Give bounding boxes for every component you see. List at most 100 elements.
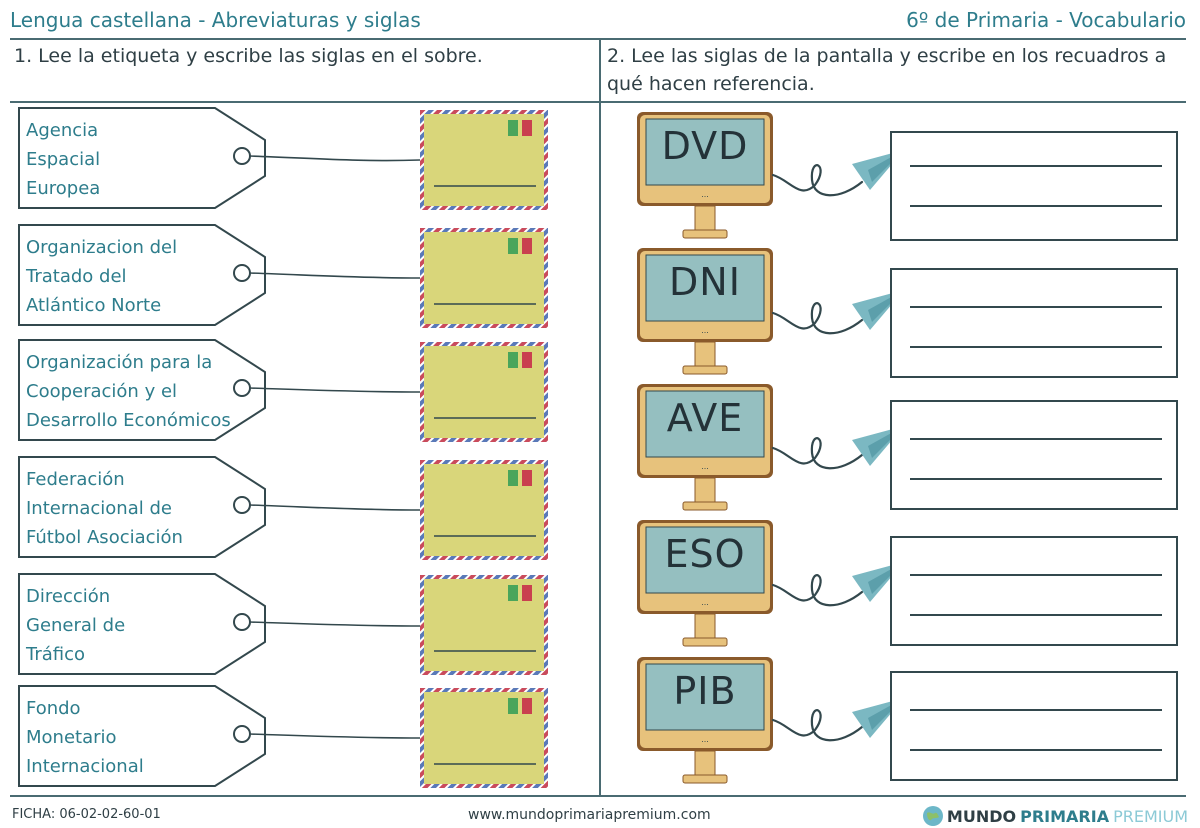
envelope[interactable] [420,228,548,328]
monitor-icon: ... [637,248,773,375]
label-tag: Agencia Espacial Europea [17,106,267,210]
envelope-shape [420,342,548,442]
brand-mundo: MUNDO [946,806,1017,826]
worksheet-header: Lengua castellana - Abreviaturas y sigla… [0,0,1200,38]
subject-title: Lengua castellana - Abreviaturas y sigla… [10,8,421,32]
answer-box[interactable] [890,131,1178,241]
monitor-icon: ... [637,384,773,511]
brand-logo: MUNDO PRIMARIA PREMIUM [922,804,1188,828]
computer-monitor: ... DVD [637,112,773,242]
svg-text:...: ... [701,598,709,607]
cable-loop [771,709,864,742]
monitor-icon: ... [637,520,773,647]
envelope[interactable] [420,575,548,675]
instruction-1: 1. Lee la etiqueta y escribe las siglas … [14,45,483,67]
tag-line: Dirección [26,586,111,607]
label-tag: Fondo Monetario Internacional [17,684,267,788]
tag-string [249,504,421,511]
tag-shape [18,224,266,326]
tag-shape [18,339,266,441]
instruction-2: 2. Lee las siglas de la pantalla y escri… [607,42,1166,98]
answer-box[interactable] [890,400,1178,510]
monitor-acronym: AVE [666,396,744,440]
writing-line [910,205,1162,207]
envelope-shape [420,688,548,788]
tag-string [249,272,421,279]
footer-divider [10,795,1186,797]
cables-and-planes [771,150,904,742]
tag-shape [18,685,266,787]
envelope[interactable] [420,110,548,210]
svg-text:...: ... [701,735,709,744]
writing-line [910,478,1162,480]
envelope[interactable] [420,460,548,560]
cable-loop [771,302,864,335]
computer-monitor: ... ESO [637,520,773,650]
tag-line: Fondo [26,698,81,719]
cable-loop [771,164,864,197]
tag-text: Organizacion del Tratado del Atlántico N… [26,233,177,320]
tag-line: Federación [26,469,125,490]
envelope-shape [420,460,548,560]
envelope[interactable] [420,342,548,442]
tag-line: Organizacion del [26,237,178,258]
svg-text:...: ... [701,462,709,471]
tag-line: Organización para la [26,352,213,373]
instruction-divider [10,101,1186,103]
tag-shape [18,456,266,558]
tag-line: Espacial [26,149,101,170]
label-tag: Dirección General de Tráfico [17,572,267,676]
globe-icon [922,806,943,826]
tag-string [249,733,421,739]
brand-premium: PREMIUM [1113,806,1188,826]
cable-loop [771,437,864,470]
writing-line [910,306,1162,308]
svg-text:...: ... [701,190,709,199]
writing-line [910,438,1162,440]
tag-line: Agencia [26,120,99,141]
tag-text: Fondo Monetario Internacional [26,694,144,781]
monitor-acronym: DNI [669,260,741,304]
tag-line: Fútbol Asociación [26,527,183,548]
website-url[interactable]: www.mundoprimariapremium.com [468,807,711,823]
label-tag: Organización para la Cooperación y el De… [17,338,267,442]
computer-monitor: ... AVE [637,384,773,514]
ficha-code: FICHA: 06-02-02-60-01 [12,807,161,822]
tag-line: Monetario [26,727,117,748]
answer-box[interactable] [890,671,1178,781]
tag-line: Desarrollo Económicos [26,410,231,431]
cable-loop [771,574,864,607]
monitor-acronym: DVD [661,124,749,168]
tag-line: Tráfico [26,644,86,665]
tag-line: Cooperación y el [26,381,178,402]
monitor-acronym: PIB [673,669,737,713]
monitor-icon: ... [637,112,773,239]
writing-line [910,165,1162,167]
writing-line [910,749,1162,751]
answer-box[interactable] [890,536,1178,646]
label-tag: Federación Internacional de Fútbol Asoci… [17,455,267,559]
computer-monitor: ... DNI [637,248,773,378]
brand-primaria: PRIMARIA [1020,806,1110,826]
instruction-2-line2: qué hacen referencia. [607,73,815,95]
tag-line: Internacional de [26,498,172,519]
header-divider [10,38,1186,40]
writing-line [910,709,1162,711]
tag-line: Tratado del [26,266,127,287]
tag-line: General de [26,615,126,636]
tag-text: Organización para la Cooperación y el De… [26,348,231,435]
envelope-shape [420,228,548,328]
tag-text: Federación Internacional de Fútbol Asoci… [26,465,183,552]
tag-line: Atlántico Norte [26,295,162,316]
computer-monitor: ... PIB [637,657,773,787]
tag-strings [249,155,421,739]
envelope[interactable] [420,688,548,788]
tag-string [249,155,421,162]
instruction-2-line1: 2. Lee las siglas de la pantalla y escri… [607,45,1167,67]
label-tag: Organizacion del Tratado del Atlántico N… [17,223,267,327]
monitor-icon: ... [637,657,773,784]
envelope-shape [420,110,548,210]
answer-box[interactable] [890,268,1178,378]
monitor-acronym: ESO [664,532,746,576]
tag-text: Agencia Espacial Europea [26,116,100,203]
